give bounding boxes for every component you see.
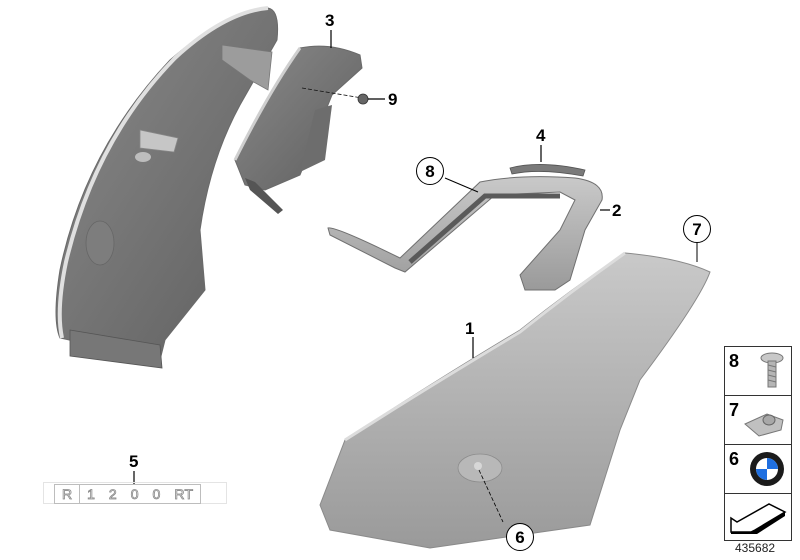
badge-letter: 0 [130, 486, 139, 503]
part-1-side-panel [319, 243, 711, 549]
badge-letter: T [184, 486, 193, 503]
diagram-id: 435682 [735, 541, 776, 555]
badge-letter: 1 [87, 486, 96, 503]
callout-5[interactable]: 5 [129, 452, 139, 471]
legend-number: 7 [729, 400, 740, 420]
part-8-bracket [327, 145, 610, 291]
legend-item-6[interactable]: 6 [725, 445, 791, 494]
badge-letter: R [55, 485, 81, 503]
arrow-pointer-icon [730, 503, 787, 534]
inner-panel-left [55, 6, 279, 369]
screw-icon [760, 352, 784, 388]
legend-number: 8 [729, 351, 740, 371]
callout-6[interactable]: 6 [506, 523, 534, 551]
callout-2[interactable]: 2 [612, 201, 622, 220]
callout-9[interactable]: 9 [388, 90, 398, 109]
badge-letter: 2 [108, 486, 118, 503]
bmw-emblem-icon [750, 452, 784, 486]
legend-item-8[interactable]: 8 [725, 347, 791, 396]
badge-lettering: R 1 2 0 0 R T [54, 484, 201, 504]
callout-8[interactable]: 8 [416, 157, 444, 185]
badge-letter: R [174, 486, 185, 503]
legend-item-7[interactable]: 7 [725, 396, 791, 445]
part-3-cover [233, 30, 385, 214]
clip-nut-icon [744, 413, 784, 437]
r1200rt-badge: R 1 2 0 0 R T [43, 482, 227, 504]
legend-item-arrow[interactable] [725, 494, 791, 540]
callout-7[interactable]: 7 [683, 215, 711, 243]
callout-4[interactable]: 4 [536, 126, 546, 145]
callout-1[interactable]: 1 [465, 319, 475, 338]
legend-number: 6 [729, 449, 740, 469]
small-parts-legend: 8 7 6 [724, 346, 792, 541]
callout-3[interactable]: 3 [325, 11, 335, 30]
badge-letter: 0 [152, 486, 161, 503]
